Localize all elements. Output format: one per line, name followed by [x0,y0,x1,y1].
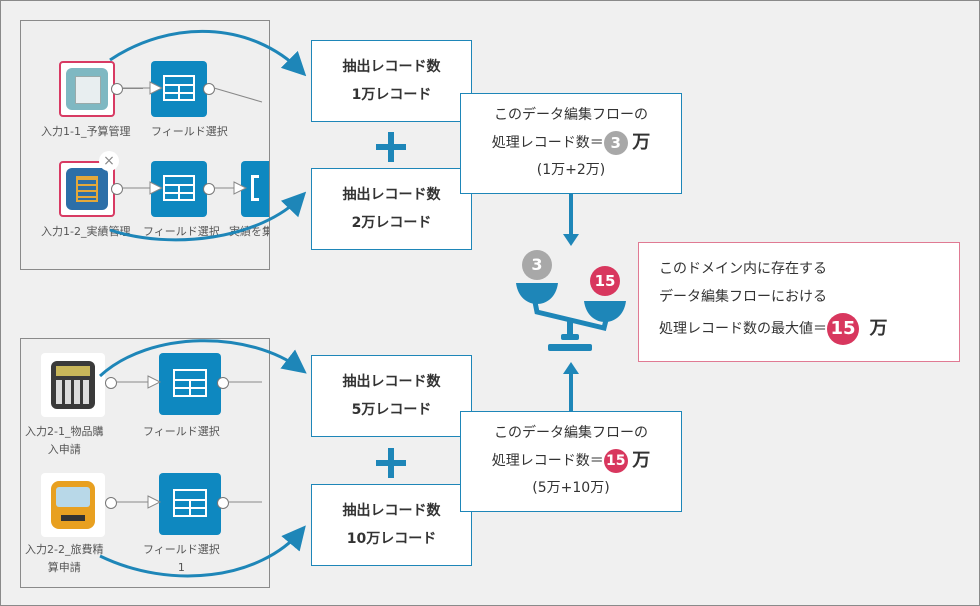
close-icon[interactable]: × [99,151,119,171]
input-node-2-1[interactable] [41,353,105,417]
output-port[interactable] [217,377,229,389]
input-node-2-2[interactable] [41,473,105,537]
table-icon [173,369,207,397]
output-port[interactable] [111,183,123,195]
extract-record-box-4: 抽出レコード数 10万レコード [311,484,472,566]
bracket-icon [251,175,259,201]
plus-icon [376,132,406,162]
flow-calc-box-1: このデータ編集フローの 処理レコード数＝3 万 (1万+2万) [460,93,682,194]
input-node-1-1[interactable] [59,61,115,117]
node-label: フィールド選択 [143,425,220,438]
spreadsheet-icon [66,68,108,110]
flow-calc-box-2: このデータ編集フローの 処理レコード数＝15 万 (5万+10万) [460,411,682,512]
flow-panel-1: 入力1-1_予算管理 フィールド選択 × 入力1-2_実績管理 フィールド選択 … [20,20,270,270]
node-label: 入力1-2_実績管理 [41,225,131,238]
output-port[interactable] [217,497,229,509]
record-count-badge: 3 [603,131,628,155]
field-select-node-2[interactable] [151,161,207,217]
plus-icon [376,448,406,478]
scale-left-badge: 3 [522,250,552,280]
extract-record-box-1: 抽出レコード数 1万レコード [311,40,472,122]
max-record-result-box: このドメイン内に存在する データ編集フローにおける 処理レコード数の最大値＝15… [638,242,960,362]
node-label: フィールド選択 [151,125,228,138]
record-count-badge: 15 [603,449,628,473]
output-port[interactable] [105,377,117,389]
field-select-node-3[interactable] [159,353,221,415]
input-node-1-2[interactable] [59,161,115,217]
scale-right-badge: 15 [590,266,620,296]
calculator-icon [51,361,95,409]
node-label: フィールド選択 1 [143,543,220,574]
node-label: 入力1-1_予算管理 [41,125,131,138]
aggregate-node[interactable] [241,161,269,217]
flow-panel-2: 入力2-1_物品購 入申請 フィールド選択 入力2-2_旅費精 算申請 フィール… [20,338,270,588]
output-port[interactable] [105,497,117,509]
node-label: 実績を集 [229,225,270,238]
output-port[interactable] [111,83,123,95]
extract-record-box-3: 抽出レコード数 5万レコード [311,355,472,437]
extract-record-box-2: 抽出レコード数 2万レコード [311,168,472,250]
bus-icon [51,481,95,529]
node-label: フィールド選択 [143,225,220,238]
output-port[interactable] [203,183,215,195]
abacus-icon [66,168,108,210]
table-icon [163,75,195,101]
node-label: 入力2-1_物品購 入申請 [25,425,104,456]
output-port[interactable] [203,83,215,95]
table-icon [163,175,195,201]
table-icon [173,489,207,517]
max-record-badge: 15 [827,313,859,345]
node-label: 入力2-2_旅費精 算申請 [25,543,104,574]
connector-line [123,88,143,89]
field-select-node-4[interactable] [159,473,221,535]
field-select-node-1[interactable] [151,61,207,117]
